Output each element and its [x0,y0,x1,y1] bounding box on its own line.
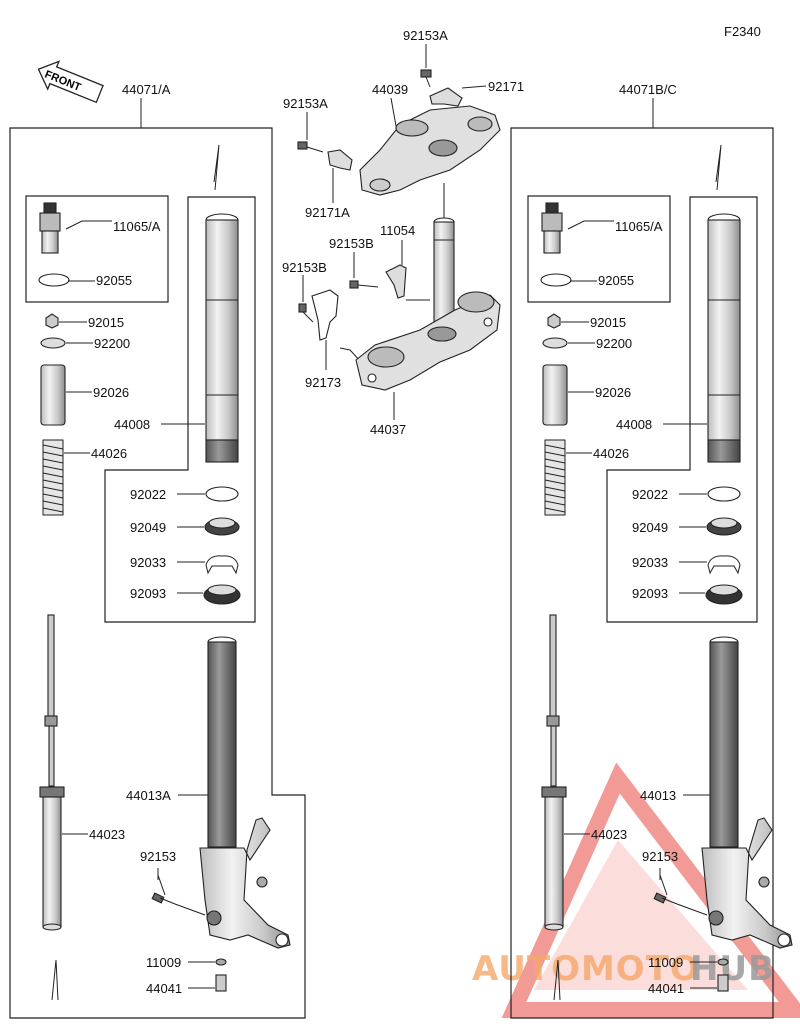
upper-clamp-part [359,105,501,196]
triple-clamp-assembly: 92153A 92171 44039 92153A 92171A [282,28,524,437]
label-lower-bracket: 92173 [305,375,341,390]
label-dust-left: 92093 [130,586,166,601]
label-stem-bolt-left: 92153B [282,260,327,275]
stem-bracket-part [385,264,407,299]
label-upper-bolt: 92153A [403,28,448,43]
label-tube-left: 44008 [114,417,150,432]
label-washer-right: 92200 [596,336,632,351]
label-tube-right: 44008 [616,417,652,432]
label-bottom-bolt-left: 44041 [146,981,182,996]
stem-bolt-part [349,280,379,289]
label-seal-left: 92049 [130,520,166,535]
label-spring-left: 44026 [91,446,127,461]
label-cap-right: 11065/A [615,219,663,234]
label-rod-left: 44023 [89,827,125,842]
label-oring-left: 92055 [96,273,132,288]
front-arrow-icon: FRONT [37,60,104,104]
left-fork-assembly: 44071/A 11065/A 92055 92015 92200 92026 … [9,82,306,1019]
label-rod-right: 44023 [591,827,627,842]
label-nut-left: 92015 [88,315,124,330]
label-upper-bracket-right: 92171 [488,79,524,94]
label-seal-right: 92049 [632,520,668,535]
label-washer-left: 92200 [94,336,130,351]
label-ring1-left: 92022 [130,487,166,502]
label-bottom-bolt-right: 44041 [648,981,684,996]
upper-bracket-left-part [327,149,353,171]
watermark-prefix: AUTOMOTO [472,949,700,989]
label-clip-left: 92033 [130,555,166,570]
label-clip-right: 92033 [632,555,668,570]
label-oring-right: 92055 [598,273,634,288]
label-upper-clamp: 44039 [372,82,408,97]
label-outer-left: 44013A [126,788,171,803]
label-bolt-right: 92153 [642,849,678,864]
lower-bracket-part [311,289,339,341]
label-spacer-left: 92026 [93,385,129,400]
watermark: AUTOMOTO HUB [472,762,800,1018]
label-stem-bolt: 92153B [329,236,374,251]
label-washer2-left: 11009 [146,955,181,970]
right-fork-assembly: 44071B/C 11065/A 92055 92015 92200 92026… [510,82,793,1019]
stem-bolt-left-part [298,303,314,323]
label-spring-right: 44026 [593,446,629,461]
label-left-assembly: 44071/A [122,82,171,97]
figure-code: F2340 [724,24,761,39]
upper-bolt-left-part [297,141,324,153]
label-ring1-right: 92022 [632,487,668,502]
lower-clamp-part [355,291,501,391]
label-upper-bracket-left: 92171A [305,205,350,220]
label-right-assembly: 44071B/C [619,82,677,97]
label-cap-left: 11065/A [113,219,161,234]
watermark-suffix: HUB [690,949,775,989]
upper-bracket-right-part [429,87,463,107]
upper-bolt-part [420,69,432,88]
label-upper-bolt-left: 92153A [283,96,328,111]
label-stem: 11054 [380,223,415,238]
label-lower-clamp: 44037 [370,422,406,437]
label-spacer-right: 92026 [595,385,631,400]
steering-stem-part [433,217,455,333]
label-washer2-right: 11009 [648,955,683,970]
label-nut-right: 92015 [590,315,626,330]
label-dust-right: 92093 [632,586,668,601]
label-bolt-left: 92153 [140,849,176,864]
label-outer-right: 44013 [640,788,676,803]
